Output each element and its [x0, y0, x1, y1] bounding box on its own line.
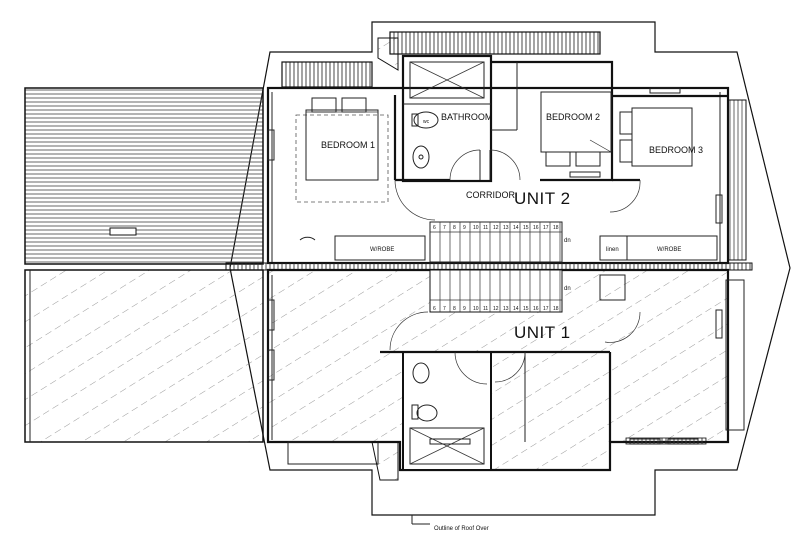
stair-step-number: 17 [543, 306, 549, 312]
stair-step-number: 16 [533, 306, 539, 312]
stair-step-number: 18 [553, 306, 559, 312]
stair-step-number: 12 [493, 306, 499, 312]
bedroom1-bed [295, 97, 389, 203]
stair-step-number: 10 [473, 225, 479, 231]
stair-step-number: 13 [503, 225, 509, 231]
stair-step-number: 7 [443, 306, 446, 312]
unit2-label: UNIT 2 [514, 189, 571, 208]
left-deck-upper [24, 87, 264, 265]
right-lower-rail [625, 437, 707, 445]
stair-step-number: 9 [463, 306, 466, 312]
linen-label: linen [606, 247, 619, 253]
stair-upper-direction: dn [564, 238, 571, 244]
wardrobe-right-label: W/ROBE [657, 247, 681, 253]
bathroom-fixtures [411, 111, 439, 169]
unit1-label: UNIT 1 [514, 323, 571, 342]
stair-step-number: 16 [533, 225, 539, 231]
corridor-label: CORRIDOR [466, 190, 515, 200]
stair-step-number: 9 [463, 225, 466, 231]
balcony-rail-top-left [281, 61, 373, 88]
stair-step-number: 11 [483, 225, 488, 231]
roof-note: Outline of Roof Over [434, 526, 489, 532]
stair-step-number: 14 [513, 225, 519, 231]
stair-step-number: 15 [523, 225, 529, 231]
stair-step-number: 6 [433, 306, 436, 312]
stair-lower-numbers: 6 7 8 9 10 11 12 13 14 15 16 17 18 [433, 270, 561, 312]
stair-step-number: 8 [453, 306, 456, 312]
stair-step-number: 18 [553, 225, 559, 231]
doors-upper [299, 149, 641, 241]
stair-step-number: 8 [453, 225, 456, 231]
wc-label: wc [423, 119, 430, 125]
windows [267, 87, 723, 445]
stair-step-number: 12 [493, 225, 499, 231]
bedroom3-bed [619, 107, 693, 167]
stair-step-number: 11 [483, 306, 488, 312]
stair-step-number: 14 [513, 306, 519, 312]
right-deck-strip [727, 99, 747, 261]
bathroom-label: BATHROOM [441, 112, 492, 122]
unit1-area [266, 268, 730, 481]
stair-upper-numbers: 6 7 8 9 10 11 12 13 14 15 16 17 18 [433, 222, 561, 262]
stair-lower-direction: dn [564, 286, 571, 292]
stair-step-number: 15 [523, 306, 529, 312]
bedroom1-label: BEDROOM 1 [321, 140, 375, 150]
stair-step-number: 7 [443, 225, 446, 231]
stair-step-number: 13 [503, 306, 509, 312]
wardrobe-left-label: W/ROBE [370, 247, 394, 253]
bedroom2-bed [540, 91, 612, 167]
bedroom2-label: BEDROOM 2 [546, 112, 600, 122]
bedroom3-label: BEDROOM 3 [649, 145, 703, 155]
stair-step-number: 6 [433, 225, 436, 231]
stair-step-number: 17 [543, 225, 549, 231]
balcony-rail-top-right [389, 31, 601, 55]
left-lower-slab [24, 269, 264, 443]
stair-step-number: 10 [473, 306, 479, 312]
